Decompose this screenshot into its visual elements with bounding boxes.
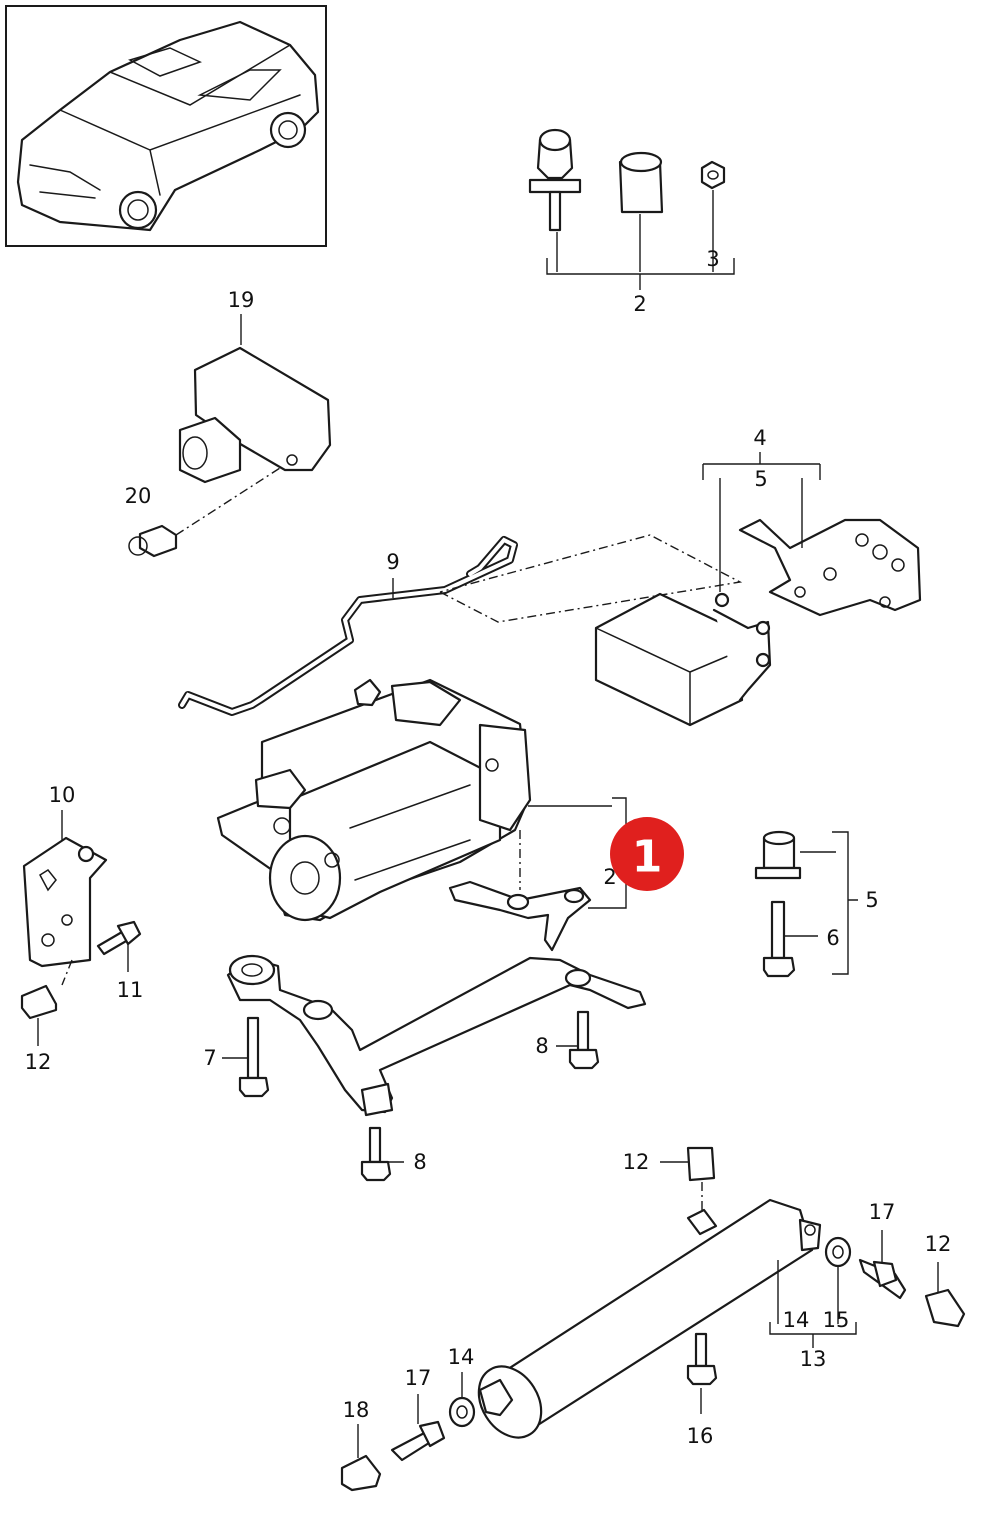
label-20: 20: [125, 484, 152, 508]
label-17-left: 17: [405, 1366, 432, 1390]
part-20-bolt: [128, 467, 281, 558]
part-10-bracket: [22, 810, 108, 986]
label-14-left: 14: [448, 1345, 475, 1369]
part-15-bushing: [824, 1236, 852, 1324]
part-5-spacer: [754, 830, 836, 880]
part-12-nut-left: [20, 984, 58, 1046]
label-15: 15: [823, 1308, 850, 1332]
label-14-right: 14: [783, 1308, 810, 1332]
part-19-sensor: [178, 314, 332, 484]
part-18-nut: [340, 1424, 382, 1492]
part-9-hose: [178, 534, 743, 716]
part-12-nut-right: [924, 1262, 966, 1328]
label-10: 10: [49, 783, 76, 807]
part-4-relay: [594, 592, 772, 727]
label-2-mid: 2: [603, 865, 616, 889]
label-17-right: 17: [869, 1200, 896, 1224]
part-11-bolt: [96, 920, 142, 972]
badge-circle[interactable]: [610, 817, 684, 891]
label-19: 19: [228, 288, 255, 312]
badge-label[interactable]: 1: [632, 832, 663, 883]
label-6: 6: [826, 926, 839, 950]
part-8-bolt-lower: [360, 1126, 404, 1182]
part-14-15-leads: [769, 1260, 857, 1348]
part-17-bolt-left: [390, 1394, 446, 1462]
part-7-bolt: [222, 1016, 270, 1098]
label-8-right: 8: [535, 1034, 548, 1058]
label-12-top: 12: [623, 1150, 650, 1174]
vehicle-thumbnail: [5, 5, 327, 247]
label-12-right: 12: [925, 1232, 952, 1256]
part-8-bolt-right: [556, 1010, 600, 1070]
label-2-top: 2: [633, 292, 646, 316]
label-8-lower: 8: [413, 1150, 426, 1174]
label-18: 18: [343, 1398, 370, 1422]
part-2-3-mount-kit: [528, 128, 735, 290]
part-6-bolt: [762, 831, 858, 978]
part-1-compressor: [216, 678, 532, 922]
label-13: 13: [800, 1347, 827, 1371]
label-9: 9: [386, 550, 399, 574]
support-crossmember: [226, 954, 647, 1117]
part-13-reservoir: [477, 1198, 822, 1439]
label-5-top: 5: [754, 467, 767, 491]
part-17-bolt-right: [858, 1230, 907, 1300]
label-4: 4: [753, 426, 766, 450]
support-arm-upper: [448, 880, 592, 952]
label-11: 11: [117, 978, 144, 1002]
part-12-nut-top: [660, 1146, 716, 1210]
label-12-left: 12: [25, 1050, 52, 1074]
part-5-bracket: [702, 452, 922, 617]
label-5-right: 5: [865, 888, 878, 912]
part-16-bolt: [686, 1332, 718, 1414]
callout-labels: 2 3 19 20 4 5 9 10 2 5 6 11 12 7 8 8 12 …: [25, 247, 952, 1448]
label-3: 3: [706, 247, 719, 271]
label-16: 16: [687, 1424, 714, 1448]
label-7: 7: [203, 1046, 216, 1070]
part-1-highlight-badge[interactable]: 1: [610, 817, 684, 891]
part-14-bushing-left: [448, 1372, 476, 1428]
